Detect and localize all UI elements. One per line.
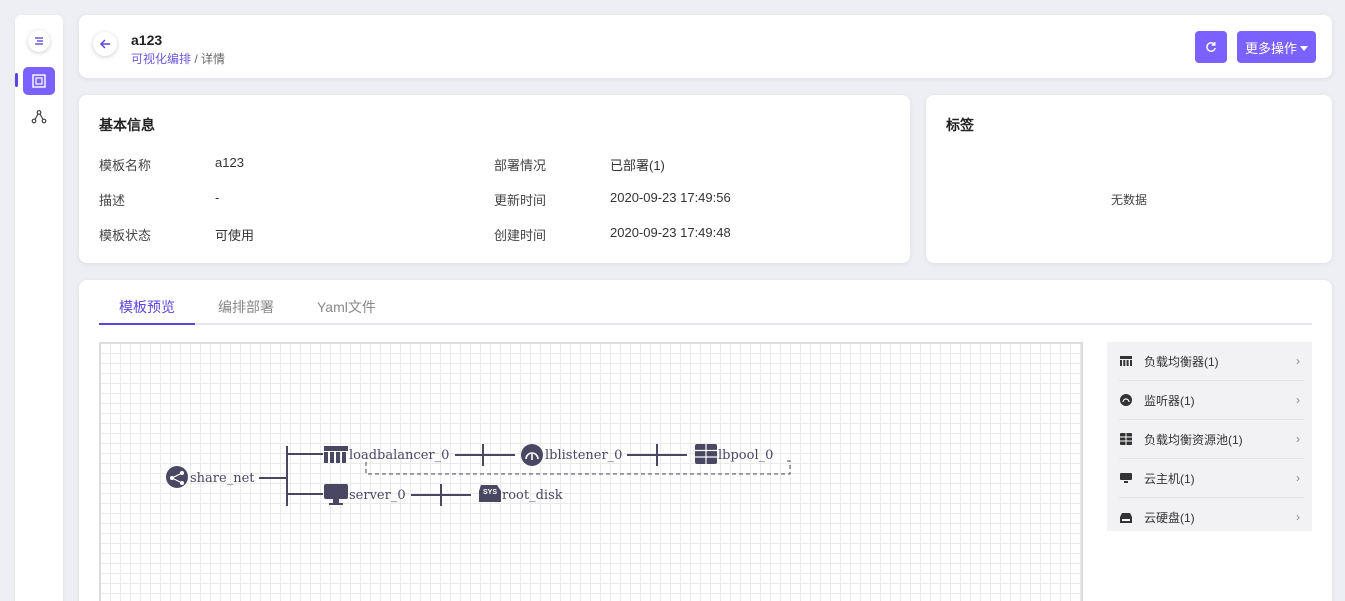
back-button[interactable] [93,32,117,56]
info-value: 已部署(1) [610,158,665,173]
topology-canvas[interactable]: share_net loadbalancer_0 lblistener_0 lb… [99,342,1083,601]
resource-item-pool[interactable]: 负载均衡资源池(1) › [1119,420,1304,459]
pool-icon [1119,432,1133,446]
server-node[interactable]: server_0 [324,484,406,505]
page-title: a123 [131,32,163,48]
info-value: 2020-09-23 17:49:48 [610,225,731,240]
template-tabs-card: 模板预览 编排部署 Yaml文件 [79,280,1332,601]
breadcrumb: 可视化编排 / 详情 [131,50,225,67]
active-tab-underline [99,323,195,325]
lblistener-node[interactable]: lblistener_0 [521,444,622,466]
info-key: 部署情况 [494,158,547,173]
section-title: 标签 [946,117,974,133]
info-value: 可使用 [215,228,255,243]
resource-item-loadbalancer[interactable]: 负载均衡器(1) › [1119,342,1304,381]
share-net-label: share_net [190,471,255,486]
resource-item-server[interactable]: 云主机(1) › [1119,459,1304,498]
info-value: - [215,190,220,205]
page-header: a123 可视化编排 / 详情 更多操作 [79,15,1332,78]
arrow-left-icon [99,39,110,49]
listener-icon [1119,393,1133,407]
menu-icon [28,30,50,52]
empty-state: 无数据 [1110,193,1147,207]
menu-toggle-button[interactable] [23,27,55,55]
server-icon [1119,471,1133,485]
refresh-button[interactable] [1195,31,1227,63]
more-actions-label: 更多操作 [1244,40,1297,56]
lbpool-node[interactable]: lbpool_0 [695,444,773,464]
resource-label: 监听器(1) [1144,393,1195,408]
tab-template-preview[interactable]: 模板预览 [119,299,175,315]
disk-icon [1119,511,1133,525]
tab-orchestration-deploy[interactable]: 编排部署 [218,299,274,315]
info-key: 创建时间 [494,228,547,243]
lbpool-label: lbpool_0 [718,448,773,463]
refresh-icon [1206,42,1216,52]
info-key: 描述 [99,193,126,208]
resource-label: 负载均衡资源池(1) [1144,432,1243,447]
breadcrumb-separator: / [191,52,202,66]
info-key: 模板名称 [99,158,152,173]
more-actions-button[interactable]: 更多操作 [1237,31,1316,63]
resource-label: 云主机(1) [1144,471,1195,486]
lblistener-label: lblistener_0 [545,448,622,463]
caret-down-icon [1300,45,1308,51]
sidebar [15,15,63,601]
info-key: 更新时间 [494,193,547,208]
sidebar-item-template[interactable] [23,67,55,95]
loadbalancer-label: loadbalancer_0 [349,448,449,463]
root-disk-node[interactable]: SYS root_disk [479,485,563,503]
sys-badge: SYS [483,489,497,496]
loadbalancer-icon [1119,354,1133,368]
breadcrumb-link[interactable]: 可视化编排 [131,52,192,66]
loadbalancer-node[interactable]: loadbalancer_0 [324,446,449,463]
share-net-node[interactable]: share_net [166,466,255,488]
sidebar-item-topology[interactable] [23,103,55,131]
tags-card: 标签 无数据 [926,95,1332,263]
topology-icon [31,110,47,124]
server-label: server_0 [349,488,406,503]
chevron-right-icon: › [1296,432,1300,446]
resource-list: 负载均衡器(1) › 监听器(1) › 负载均衡资源池(1) › 云主机(1) … [1107,342,1312,531]
resource-label: 负载均衡器(1) [1144,354,1219,369]
info-value: a123 [215,155,244,170]
info-key: 模板状态 [99,228,152,243]
tab-yaml-file[interactable]: Yaml文件 [317,299,376,315]
info-value: 2020-09-23 17:49:56 [610,190,731,205]
tab-bar: 模板预览 编排部署 Yaml文件 [99,280,1312,325]
chevron-right-icon: › [1296,354,1300,368]
template-icon [32,74,46,88]
breadcrumb-current: 详情 [201,52,226,66]
section-title: 基本信息 [99,117,155,133]
chevron-right-icon: › [1296,510,1300,524]
resource-item-listener[interactable]: 监听器(1) › [1119,381,1304,420]
resource-item-disk[interactable]: 云硬盘(1) › [1119,498,1304,537]
resource-label: 云硬盘(1) [1144,511,1195,525]
basic-info-card: 基本信息 模板名称 a123 描述 - 模板状态 可使用 部署情况 已部署(1)… [79,95,910,263]
chevron-right-icon: › [1296,393,1300,407]
active-indicator [15,73,18,87]
chevron-right-icon: › [1296,471,1300,485]
root-disk-label: root_disk [502,488,563,503]
